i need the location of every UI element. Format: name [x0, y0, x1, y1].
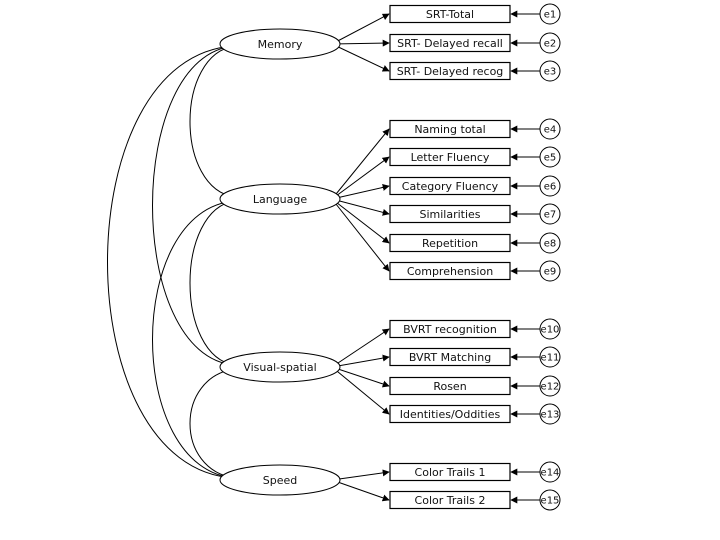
- indicator-e3-box: [389, 61, 511, 81]
- error-e2-circle: [539, 32, 561, 54]
- indicator-e11-label: BVRT Matching: [409, 351, 491, 364]
- error-e5-circle: [539, 146, 561, 168]
- latent-language-ellipse: [219, 183, 341, 215]
- indicator-e7-label: Similarities: [419, 208, 480, 221]
- covariance-arc-memory-visual-spatial: [152, 42, 236, 369]
- loading-arrow-language-3: [331, 183, 390, 200]
- latent-speed-ellipse: [219, 464, 341, 496]
- error-e7-label: e7: [544, 210, 557, 221]
- loading-arrow-language-2: [331, 156, 390, 200]
- loading-arrow-memory-3: [331, 43, 390, 72]
- indicator-e7-box: [389, 204, 511, 224]
- error-e15-label: e15: [541, 496, 560, 507]
- loading-arrow-visual-spatial-1: [331, 328, 390, 368]
- indicator-e6-box: [389, 176, 511, 196]
- indicator-e13-label: Identities/Oddities: [400, 408, 501, 421]
- indicator-e15-box: [389, 490, 511, 510]
- error-e11-label: e11: [541, 353, 560, 364]
- error-e9-label: e9: [544, 267, 557, 278]
- error-e15-circle: [539, 489, 561, 511]
- error-e4-circle: [539, 118, 561, 140]
- indicator-e6-label: Category Fluency: [402, 180, 499, 193]
- loading-arrow-visual-spatial-4: [331, 366, 390, 415]
- indicator-e2-label: SRT- Delayed recall: [397, 37, 503, 50]
- error-e5-label: e5: [544, 153, 557, 164]
- indicator-e15-label: Color Trails 2: [415, 494, 486, 507]
- error-e2-label: e2: [544, 39, 557, 50]
- indicator-e14-label: Color Trails 1: [415, 466, 486, 479]
- error-e8-label: e8: [544, 239, 557, 250]
- indicator-e5-label: Letter Fluency: [411, 151, 490, 164]
- indicator-e2-box: [389, 33, 511, 53]
- loading-arrow-visual-spatial-2: [331, 354, 390, 368]
- error-e10-circle: [539, 318, 561, 340]
- error-e1-circle: [539, 3, 561, 25]
- covariance-arc-language-speed: [152, 197, 236, 482]
- latent-memory-label: Memory: [258, 38, 303, 51]
- covariance-arc-memory-speed: [107, 42, 236, 482]
- error-e14-label: e14: [541, 468, 560, 479]
- indicator-e10-box: [389, 319, 511, 339]
- error-e12-label: e12: [541, 382, 560, 393]
- loading-arrow-speed-1: [331, 469, 390, 481]
- error-e14-circle: [539, 461, 561, 483]
- indicator-e10-label: BVRT recognition: [403, 323, 497, 336]
- covariance-arc-visual-spatial-speed: [189, 366, 236, 481]
- error-e13-circle: [539, 403, 561, 425]
- indicator-e8-label: Repetition: [422, 237, 478, 250]
- indicator-e4-box: [389, 119, 511, 139]
- error-e8-circle: [539, 232, 561, 254]
- indicator-e1-box: [389, 4, 511, 24]
- error-e11-circle: [539, 346, 561, 368]
- latent-memory-ellipse: [219, 28, 341, 60]
- loading-arrow-language-6: [331, 198, 390, 272]
- indicator-e9-label: Comprehension: [407, 265, 493, 278]
- indicator-e11-box: [389, 347, 511, 367]
- loading-arrow-memory-1: [331, 13, 390, 45]
- error-e7-circle: [539, 203, 561, 225]
- latent-visual-spatial-ellipse: [219, 351, 341, 383]
- error-e13-label: e13: [541, 410, 560, 421]
- latent-speed-label: Speed: [263, 474, 297, 487]
- loading-arrow-speed-2: [331, 479, 390, 502]
- latent-language-label: Language: [253, 193, 308, 206]
- error-e3-label: e3: [544, 67, 557, 78]
- indicator-e13-box: [389, 404, 511, 424]
- error-e3-circle: [539, 60, 561, 82]
- error-e6-circle: [539, 175, 561, 197]
- loading-arrow-visual-spatial-3: [331, 366, 390, 388]
- error-e12-circle: [539, 375, 561, 397]
- error-e10-label: e10: [541, 325, 560, 336]
- error-e4-label: e4: [544, 125, 557, 136]
- indicator-e3-label: SRT- Delayed recog: [397, 65, 504, 78]
- indicator-e1-label: SRT-Total: [426, 8, 474, 21]
- indicator-e5-box: [389, 147, 511, 167]
- covariance-layer: [107, 42, 236, 482]
- error-e9-circle: [539, 260, 561, 282]
- loading-arrow-language-1: [331, 128, 390, 200]
- path-layer: [331, 10, 540, 504]
- indicator-e12-label: Rosen: [433, 380, 466, 393]
- error-e6-label: e6: [544, 182, 557, 193]
- indicator-e4-label: Naming total: [414, 123, 485, 136]
- latent-visual-spatial-label: Visual-spatial: [243, 361, 316, 374]
- loading-arrow-language-4: [331, 198, 390, 216]
- error-e1-label: e1: [544, 10, 557, 21]
- indicator-e14-box: [389, 462, 511, 482]
- indicator-e12-box: [389, 376, 511, 396]
- loading-arrow-language-5: [331, 198, 390, 244]
- indicator-e9-box: [389, 261, 511, 281]
- loading-arrow-memory-2: [331, 39, 390, 47]
- covariance-arc-memory-language: [189, 43, 236, 200]
- covariance-arc-language-visual-spatial: [189, 198, 236, 368]
- indicator-e8-box: [389, 233, 511, 253]
